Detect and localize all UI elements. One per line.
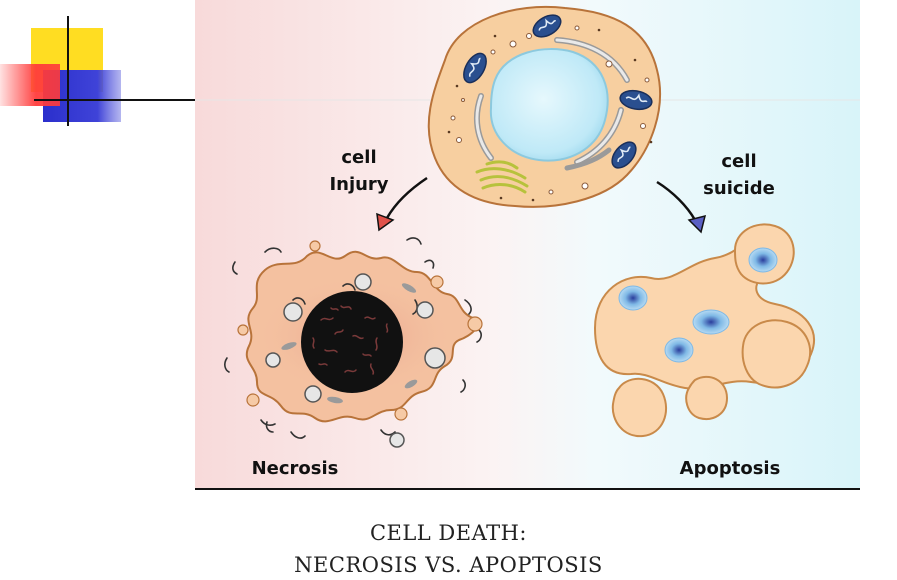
arrow-to-necrosis [376,176,428,232]
arrow-to-apoptosis-head [687,214,707,234]
cell-suicide-label-line2: suicide [703,178,775,199]
figure-caption-line2: NECROSIS VS. APOPTOSIS [294,553,603,577]
endoplasmic-reticulum [564,147,612,171]
cell-injury-label: cell Injury [329,147,388,195]
mitochondrion [532,14,562,38]
cell-injury-label-line1: cell [341,147,376,168]
membrane-blebs [237,240,483,421]
endoplasmic-reticulum [555,38,629,82]
mitochondrion [611,141,637,169]
healthy-cell-nucleus [489,48,609,162]
golgi-apparatus [475,160,529,194]
mitochondrion [619,89,653,111]
ribosome-dots [447,28,653,202]
arrow-to-necrosis-head [376,212,395,232]
cell-injury-label-line2: Injury [329,174,388,195]
chromatin-fragments [312,305,389,375]
apoptotic-body [741,319,812,389]
endoplasmic-reticulum [575,108,623,164]
apoptotic-nucleus-fragment [692,309,730,335]
arrow-to-apoptosis [656,180,707,234]
apoptotic-body [685,375,729,420]
organelle-debris [281,283,418,404]
cell-death-diagram: cell Injury cell suicide [195,0,860,490]
apoptotic-nucleus-fragment [664,337,694,363]
slide-decoration [0,16,200,126]
apoptosis-label: Apoptosis [680,458,781,479]
cell-suicide-label-line1: cell [721,151,756,172]
apoptotic-nucleus-fragment [618,285,648,311]
apoptotic-nucleus-fragment [748,247,778,273]
necrotic-nucleus [301,291,403,393]
necrosis-label: Necrosis [252,458,339,479]
swollen-organelles [265,273,446,448]
apoptotic-body [611,378,668,438]
vesicles [450,25,650,195]
endoplasmic-reticulum [475,94,493,160]
apoptotic-cell [593,223,815,438]
cell-suicide-label: cell suicide [703,151,775,199]
necrotic-cell [224,237,483,448]
mitochondrion [463,52,487,84]
healthy-cell [427,5,661,208]
figure-caption-line1: CELL DEATH: [369,521,528,545]
